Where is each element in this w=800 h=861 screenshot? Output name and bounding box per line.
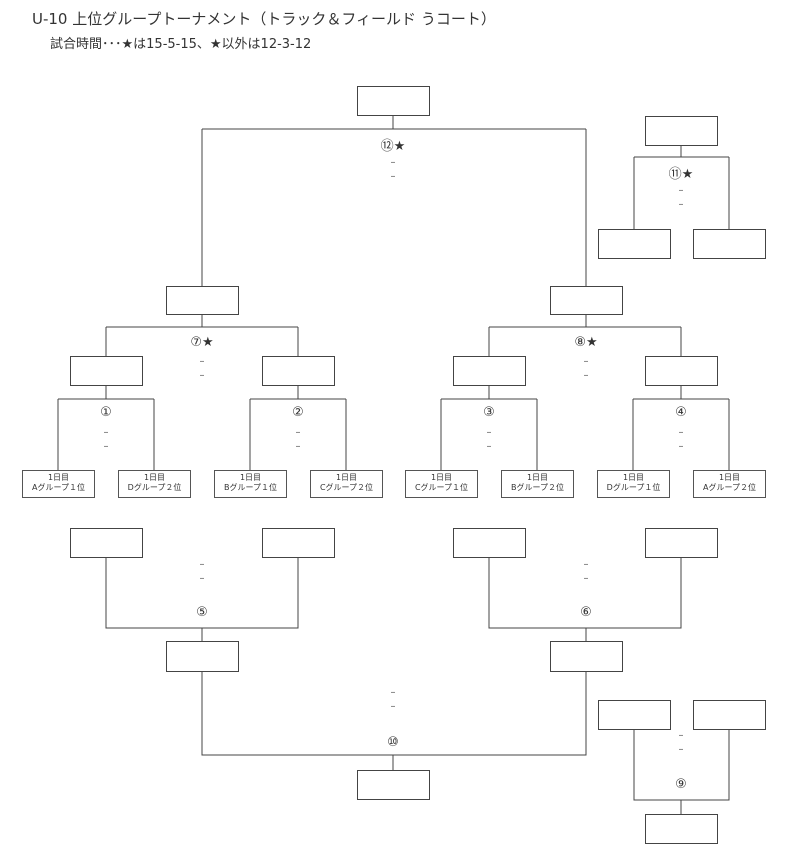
match-label-4: ④ bbox=[675, 405, 687, 420]
page-title: U-10 上位グループトーナメント（トラック＆フィールド うコート） bbox=[32, 10, 496, 28]
score-dash: – bbox=[583, 573, 589, 584]
loser-box-match-2 bbox=[262, 528, 335, 558]
seed-label: Cグループ１位 bbox=[414, 483, 469, 492]
seed-box-d2: 1日目 Dグループ２位 bbox=[118, 470, 191, 498]
score-dash: – bbox=[390, 157, 396, 168]
match-label-8: ⑧★ bbox=[574, 335, 598, 350]
seed-box-b1: 1日目 Bグループ１位 bbox=[214, 470, 287, 498]
match-label-2: ② bbox=[292, 405, 304, 420]
loser-box-match-3 bbox=[453, 528, 526, 558]
winner-box-match-11 bbox=[645, 116, 718, 146]
winner-box-match-4 bbox=[645, 356, 718, 386]
winner-box-match-2 bbox=[262, 356, 335, 386]
seed-label: Dグループ１位 bbox=[606, 483, 661, 492]
winner-box-match-3 bbox=[453, 356, 526, 386]
match-time-note: 試合時間･･･★は15-5-15、★以外は12-3-12 bbox=[50, 37, 312, 52]
score-dash: – bbox=[583, 370, 589, 381]
score-dash: – bbox=[390, 171, 396, 182]
seed-box-c2: 1日目 Cグループ２位 bbox=[310, 470, 383, 498]
loser-box-match-1 bbox=[70, 528, 143, 558]
match-label-1: ① bbox=[100, 405, 112, 420]
seed-day: 1日目 bbox=[622, 473, 645, 482]
match-label-3: ③ bbox=[483, 405, 495, 420]
seed-box-b2: 1日目 Bグループ２位 bbox=[501, 470, 574, 498]
seed-label: Cグループ２位 bbox=[319, 483, 374, 492]
winner-box-match-6 bbox=[550, 641, 623, 672]
score-dash: – bbox=[103, 441, 109, 452]
match-label-5: ⑤ bbox=[196, 605, 208, 620]
entry-box-match-9-left bbox=[598, 700, 671, 730]
score-dash: – bbox=[486, 427, 492, 438]
score-dash: – bbox=[583, 559, 589, 570]
winner-box-match-5 bbox=[166, 641, 239, 672]
score-dash: – bbox=[678, 730, 684, 741]
score-dash: – bbox=[103, 427, 109, 438]
score-dash: – bbox=[390, 701, 396, 712]
seed-box-a1: 1日目 Aグループ１位 bbox=[22, 470, 95, 498]
seed-day: 1日目 bbox=[718, 473, 741, 482]
seed-box-c1: 1日目 Cグループ１位 bbox=[405, 470, 478, 498]
seed-day: 1日目 bbox=[239, 473, 262, 482]
score-dash: – bbox=[295, 441, 301, 452]
score-dash: – bbox=[199, 573, 205, 584]
score-dash: – bbox=[583, 356, 589, 367]
seed-day: 1日目 bbox=[430, 473, 453, 482]
score-dash: – bbox=[678, 441, 684, 452]
score-dash: – bbox=[199, 559, 205, 570]
score-dash: – bbox=[678, 185, 684, 196]
seed-label: Aグループ２位 bbox=[703, 483, 756, 492]
match-label-11: ⑪★ bbox=[668, 167, 694, 182]
seed-label: Aグループ１位 bbox=[32, 483, 85, 492]
score-dash: – bbox=[678, 199, 684, 210]
seed-box-a2: 1日目 Aグループ２位 bbox=[693, 470, 766, 498]
loser-box-match-4 bbox=[645, 528, 718, 558]
match-label-10: ⑩ bbox=[387, 735, 399, 750]
match-label-7: ⑦★ bbox=[190, 335, 214, 350]
score-dash: – bbox=[678, 427, 684, 438]
score-dash: – bbox=[295, 427, 301, 438]
score-dash: – bbox=[486, 441, 492, 452]
winner-box-match-1 bbox=[70, 356, 143, 386]
seed-day: 1日目 bbox=[335, 473, 358, 482]
winner-box-match-10 bbox=[357, 770, 430, 800]
seed-day: 1日目 bbox=[47, 473, 70, 482]
score-dash: – bbox=[678, 744, 684, 755]
winner-box-match-9 bbox=[645, 814, 718, 844]
seed-day: 1日目 bbox=[526, 473, 549, 482]
entry-box-match-9-right bbox=[693, 700, 766, 730]
winner-box-match-8 bbox=[550, 286, 623, 315]
seed-label: Bグループ２位 bbox=[510, 483, 564, 492]
winner-box-match-7 bbox=[166, 286, 239, 315]
match-label-12: ⑫★ bbox=[380, 139, 406, 154]
match-label-9: ⑨ bbox=[675, 777, 687, 792]
seed-box-d1: 1日目 Dグループ１位 bbox=[597, 470, 670, 498]
match-label-6: ⑥ bbox=[580, 605, 592, 620]
seed-label: Dグループ２位 bbox=[127, 483, 182, 492]
entry-box-match-11-right bbox=[693, 229, 766, 259]
score-dash: – bbox=[199, 356, 205, 367]
score-dash: – bbox=[390, 687, 396, 698]
entry-box-match-11-left bbox=[598, 229, 671, 259]
score-dash: – bbox=[199, 370, 205, 381]
winner-box-match-12 bbox=[357, 86, 430, 116]
seed-day: 1日目 bbox=[143, 473, 166, 482]
seed-label: Bグループ１位 bbox=[223, 483, 277, 492]
